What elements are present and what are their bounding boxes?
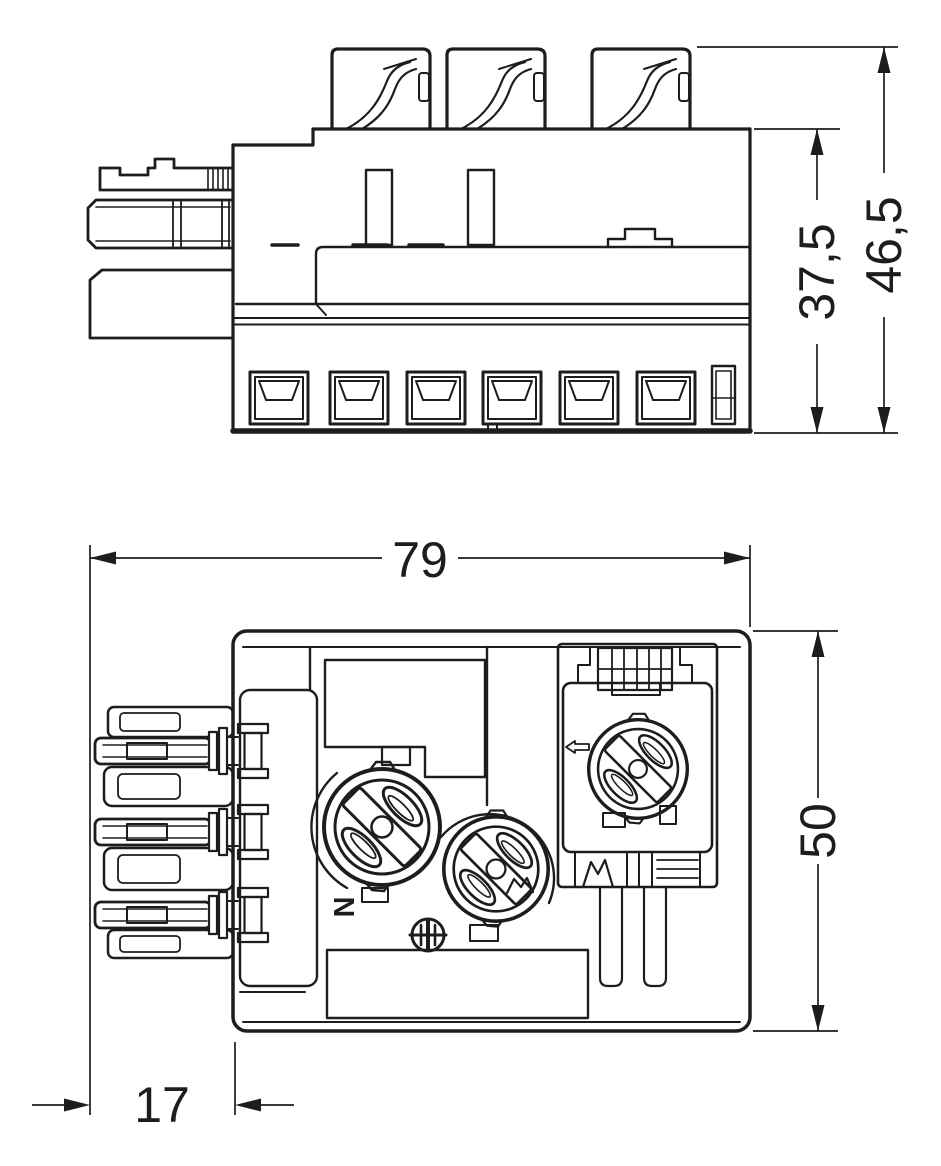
top-socket-2 [445,47,547,131]
terminal-opening [635,370,697,426]
terminal-opening [481,370,543,426]
clamp-terminal-1 [236,722,270,780]
underside-view: N [93,629,752,1033]
terminal-opening [405,370,467,426]
dimension-overall-height: 50 [753,630,846,1032]
protective-earth-icon [408,917,448,953]
dimension-body-height: 37,5 [754,128,898,434]
side-view [86,47,753,434]
coding-knob-2 [441,808,551,929]
top-socket-3 [590,47,692,131]
dim-value-50: 50 [790,803,846,859]
dimension-overall-width: 79 [89,532,751,1115]
side-latch [98,157,235,192]
dimensions: 79 17 50 37,5 46,5 [32,46,912,1133]
clamp-terminal-2 [236,803,270,861]
narrow-slot [710,364,737,426]
dimension-contact-length: 17 [32,1042,294,1133]
terminal-opening [558,370,620,426]
side-view-body [230,127,753,434]
terminal-openings [248,364,737,426]
left-chamber [238,688,319,988]
terminal-opening [248,370,310,426]
dim-value-37-5: 37,5 [789,223,845,320]
switch-assembly [556,642,719,988]
dim-value-79: 79 [392,532,448,588]
dim-value-17: 17 [134,1077,190,1133]
dimension-total-height: 46,5 [697,46,912,433]
inner-slot-1 [364,168,394,247]
mounting-channel [598,885,624,988]
underside-body-outline [231,629,752,1033]
direction-arrow-icon [565,740,590,754]
label-field [325,948,590,1020]
side-block-contact [88,268,235,340]
side-tab-contact [86,198,235,250]
contact-housing-blocks [102,705,235,960]
terminal-opening [328,370,390,426]
coding-lug [606,227,674,249]
coding-knob-1 [320,760,444,893]
middle-chamber [323,658,487,779]
inner-slot-2 [466,168,496,247]
clamp-terminal-3 [236,886,270,944]
dim-value-46-5: 46,5 [856,196,912,293]
top-socket-1 [330,47,432,131]
neutral-marking: N [327,897,359,918]
